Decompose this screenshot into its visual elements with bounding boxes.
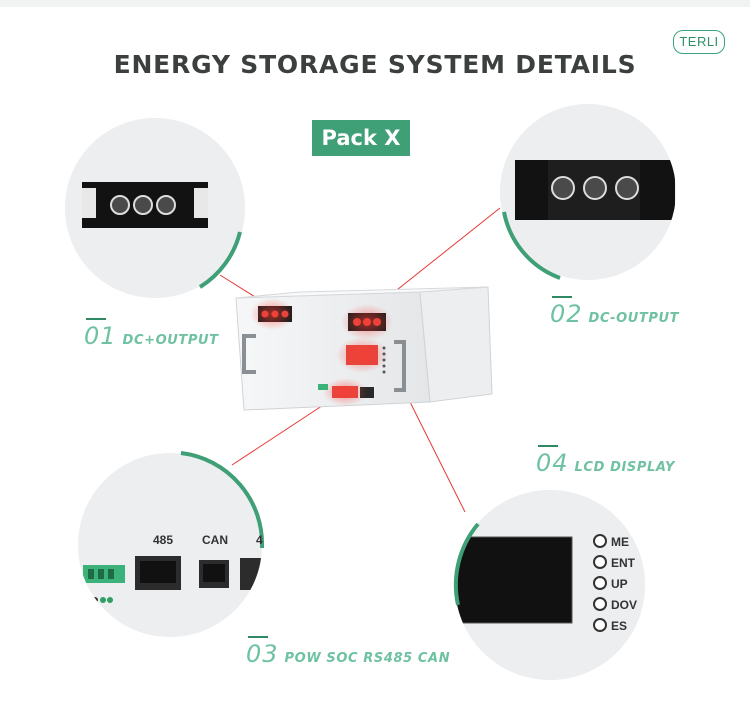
- callout-dash: [538, 445, 558, 447]
- lcd-button-label-down: DOV: [611, 598, 638, 612]
- callout-02: 02 DC-OUTPUT: [550, 296, 680, 328]
- right-handle: [394, 340, 406, 392]
- callout-number: 02: [550, 300, 583, 328]
- battery-side-panel: [419, 286, 493, 403]
- top-strip: [0, 0, 750, 7]
- up-button: [593, 576, 607, 590]
- lcd-button-label-menu: ME: [611, 535, 629, 549]
- green-arc: [453, 522, 480, 606]
- detail-circle-ports: [78, 451, 265, 637]
- port-label-485: 485: [153, 533, 174, 547]
- detail-circle-lcd: [453, 490, 645, 680]
- lcd-button-label-esc: ES: [611, 619, 628, 633]
- green-arc: [502, 211, 561, 280]
- green-arc: [180, 451, 265, 549]
- callout-03: 03 POW SOC RS485 CAN: [246, 636, 451, 668]
- brand-logo: TERLI: [673, 30, 725, 54]
- callout-label: DC-OUTPUT: [588, 311, 680, 326]
- battery-unit: [235, 286, 493, 411]
- detail-circle-dc-minus: [500, 104, 676, 280]
- left-handle: [242, 334, 256, 374]
- callout-label: DC+OUTPUT: [122, 333, 219, 348]
- callout-label: LCD DISPLAY: [574, 460, 676, 475]
- leader-line-02: [377, 207, 501, 306]
- leader-line-03: [231, 395, 338, 466]
- lcd-button-label-enter: ENT: [611, 556, 635, 570]
- lcd-display-screen: [455, 536, 573, 624]
- callout-number: 01: [84, 322, 117, 350]
- lcd-button-label-up: UP: [611, 577, 628, 591]
- callout-01: 01 DC+OUTPUT: [84, 318, 219, 350]
- down-button: [593, 597, 607, 611]
- callout-number: 04: [536, 449, 569, 477]
- callout-number: 03: [246, 640, 279, 668]
- callout-label: POW SOC RS485 CAN: [284, 651, 451, 666]
- callout-04: 04 LCD DISPLAY: [536, 445, 676, 477]
- menu-button: [593, 534, 607, 548]
- enter-button: [593, 555, 607, 569]
- page-title: ENERGY STORAGE SYSTEM DETAILS: [113, 50, 637, 79]
- esc-button: [593, 618, 607, 632]
- callout-dash: [248, 636, 268, 638]
- port-label-can: CAN: [202, 533, 228, 547]
- port-label-partial: 4: [256, 533, 263, 547]
- detail-circle-dc-plus: [65, 118, 245, 298]
- callout-dash: [86, 318, 106, 320]
- green-arc: [198, 231, 242, 289]
- product-badge: Pack X: [312, 120, 410, 156]
- callout-dash: [552, 296, 572, 298]
